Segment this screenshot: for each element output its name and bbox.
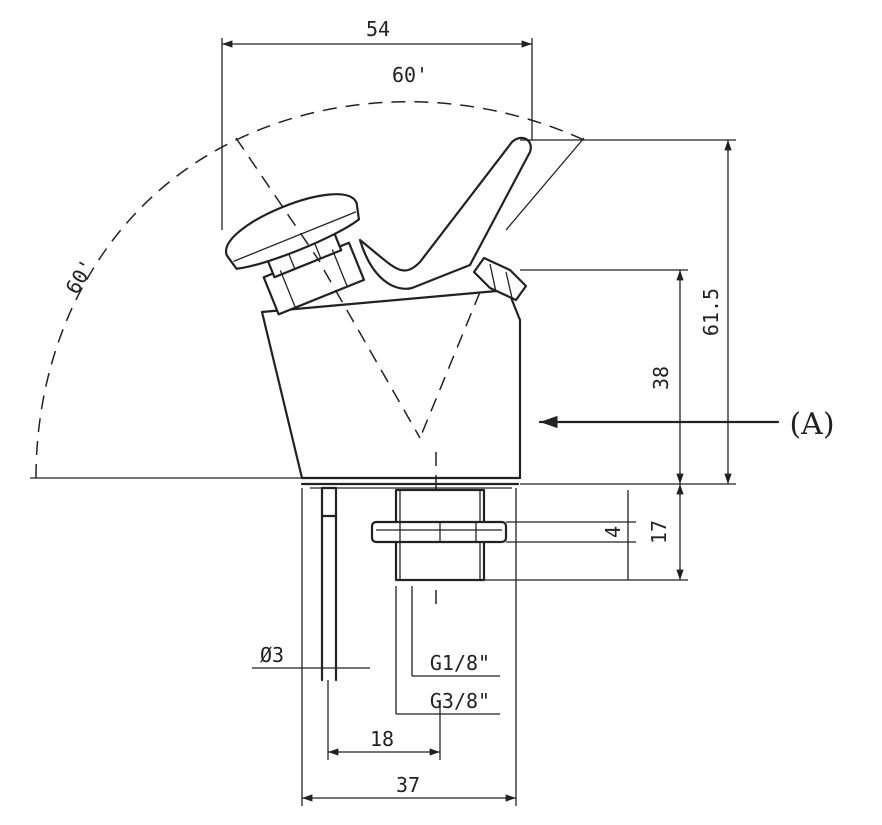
thread-label-g3-8: G3/8"	[430, 689, 490, 713]
dim-label-angle-right: 60'	[392, 63, 428, 87]
hidden-passage-left	[323, 269, 421, 439]
dim-label-61-5: 61.5	[699, 288, 723, 336]
button-stem	[225, 193, 366, 316]
dimension-lines	[221, 38, 780, 806]
thread-label-g1-8: G1/8"	[430, 651, 490, 675]
dim-label-4: 4	[601, 526, 625, 538]
lock-nut	[370, 520, 508, 544]
spout	[358, 136, 532, 290]
view-marker-a: (A)	[789, 407, 834, 442]
faucet-outline	[225, 136, 532, 682]
push-button-cap	[225, 193, 361, 270]
dim-label-38: 38	[649, 366, 673, 390]
dim-label-17: 17	[647, 520, 671, 544]
dim-label-37: 37	[396, 773, 420, 797]
angle-arcs	[30, 101, 585, 479]
dim-label-54: 54	[366, 17, 390, 41]
dim-label-18: 18	[370, 727, 394, 751]
nozzle-nut	[472, 256, 528, 302]
faucet-body	[260, 288, 522, 480]
dim-label-angle-left: 60'	[61, 255, 100, 298]
hidden-passage-right	[419, 291, 481, 439]
fixing-pin	[320, 486, 338, 682]
dim-label-diameter-3: Ø3	[260, 643, 284, 667]
